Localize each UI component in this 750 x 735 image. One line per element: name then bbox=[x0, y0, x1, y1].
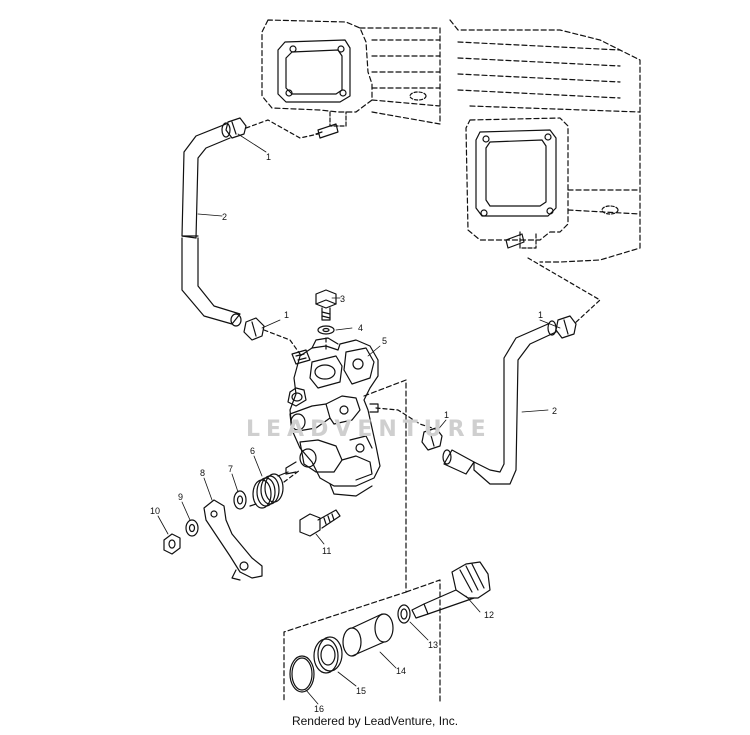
seal-15 bbox=[313, 636, 343, 674]
callout-2: 2 bbox=[552, 406, 557, 416]
callout-14: 14 bbox=[396, 666, 406, 676]
hose-clamp-right-upper bbox=[555, 315, 577, 339]
callout-1: 1 bbox=[538, 310, 543, 320]
spring-6 bbox=[249, 471, 289, 509]
hose-clamp-upper-left bbox=[225, 117, 247, 139]
callout-1: 1 bbox=[266, 152, 271, 162]
callout-5: 5 bbox=[382, 336, 387, 346]
callout-16: 16 bbox=[314, 704, 324, 714]
callout-11: 11 bbox=[322, 546, 331, 556]
callout-4: 4 bbox=[358, 323, 363, 333]
callout-2: 2 bbox=[222, 212, 227, 222]
callout-3: 3 bbox=[340, 294, 345, 304]
callout-12: 12 bbox=[484, 610, 494, 620]
callout-1: 1 bbox=[444, 410, 449, 420]
leader-line bbox=[527, 257, 601, 325]
leader-line bbox=[375, 407, 439, 431]
callout-13: 13 bbox=[428, 640, 438, 650]
washer-7 bbox=[233, 490, 247, 510]
right-cylinder-head bbox=[449, 19, 641, 263]
bolt-3 bbox=[315, 289, 337, 321]
washer-9 bbox=[185, 519, 199, 537]
left-cylinder-head bbox=[261, 19, 441, 139]
hose-right bbox=[442, 320, 557, 485]
callout-15: 15 bbox=[356, 686, 366, 696]
hose-clamp-lower-left bbox=[243, 317, 265, 341]
callout-6: 6 bbox=[250, 446, 255, 456]
callout-1: 1 bbox=[284, 310, 289, 320]
callout-7: 7 bbox=[228, 464, 233, 474]
leader-line bbox=[283, 469, 301, 483]
drive-shaft-12 bbox=[411, 561, 491, 619]
nut-10 bbox=[163, 533, 181, 555]
seal-13 bbox=[397, 604, 411, 624]
leader-line bbox=[263, 329, 301, 355]
pump-lever-8 bbox=[203, 499, 263, 581]
hose-clamp-right-lower bbox=[421, 427, 443, 451]
o-ring-16 bbox=[289, 655, 315, 693]
credit-line: Rendered by LeadVenture, Inc. bbox=[291, 714, 459, 728]
callout-leaders bbox=[157, 133, 561, 705]
callout-8: 8 bbox=[200, 468, 205, 478]
washer-4 bbox=[317, 325, 335, 335]
oil-pump-body bbox=[285, 337, 381, 497]
leader-line bbox=[245, 119, 319, 139]
callout-labels: 1 2 3 1 4 5 1 1 2 8 7 6 9 10 11 12 13 14… bbox=[150, 152, 557, 714]
pump-inlet-nipple bbox=[291, 349, 311, 365]
assembly-frame bbox=[405, 579, 441, 703]
bolt-11 bbox=[299, 509, 341, 537]
hose-left bbox=[181, 122, 242, 327]
bushing-14 bbox=[342, 613, 394, 657]
watermark: LEADVENTURE bbox=[246, 417, 492, 442]
callout-10: 10 bbox=[150, 506, 160, 516]
callout-9: 9 bbox=[178, 492, 183, 502]
